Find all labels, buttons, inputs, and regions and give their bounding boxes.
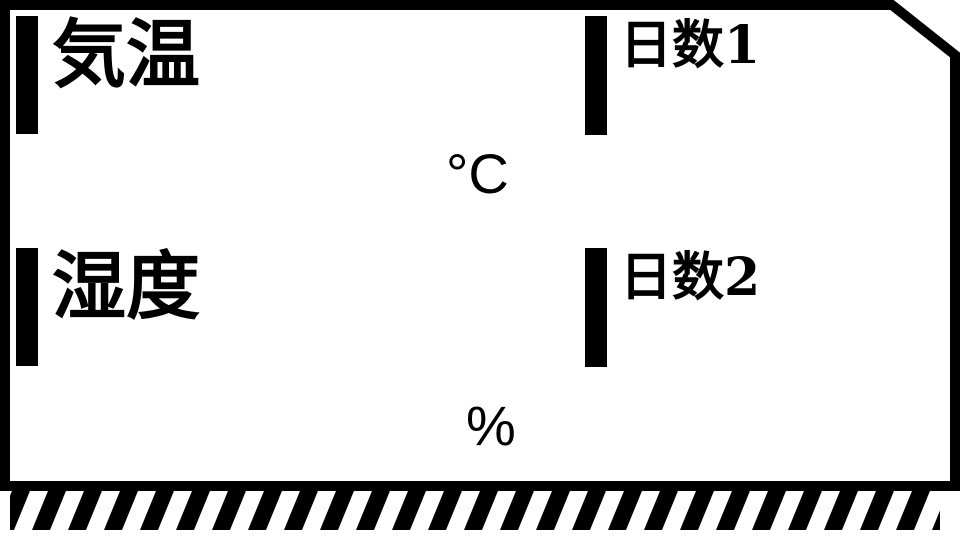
hazard-stripe [392, 486, 428, 530]
days1-accent-bar [585, 16, 607, 135]
hazard-stripe [860, 486, 896, 530]
hazard-stripe [428, 486, 464, 530]
hazard-stripe [500, 486, 536, 530]
hazard-stripe [896, 486, 932, 530]
hazard-stripe [788, 486, 824, 530]
days1-label: 日数1 [620, 15, 761, 76]
hazard-stripe [608, 486, 644, 530]
temperature-label: 気温 [52, 12, 200, 98]
temperature-accent-bar [16, 16, 38, 134]
hazard-stripe [320, 486, 356, 530]
hazard-stripe [176, 486, 212, 530]
hazard-stripe [464, 486, 500, 530]
hazard-stripe [680, 486, 716, 530]
hazard-stripe [212, 486, 248, 530]
hazard-stripe [104, 486, 140, 530]
hazard-stripe [752, 486, 788, 530]
temperature-unit: °C [446, 142, 509, 205]
hazard-stripe [644, 486, 680, 530]
humidity-unit: % [466, 394, 516, 457]
hazard-stripe [140, 486, 176, 530]
days2-label: 日数2 [620, 247, 761, 308]
hazard-stripe [932, 510, 940, 530]
days2-accent-bar [585, 248, 607, 367]
humidity-label: 湿度 [52, 244, 200, 330]
hazard-stripe [356, 486, 392, 530]
hazard-stripe [536, 486, 572, 530]
hazard-stripe [824, 486, 860, 530]
hazard-stripe [572, 486, 608, 530]
hazard-stripe [248, 486, 284, 530]
hazard-stripe-band [10, 486, 940, 530]
humidity-accent-bar [16, 248, 38, 366]
hazard-stripe [68, 486, 104, 530]
hazard-stripe [284, 486, 320, 530]
hazard-stripe [10, 486, 32, 530]
hazard-stripe [716, 486, 752, 530]
hazard-stripe [32, 486, 68, 530]
